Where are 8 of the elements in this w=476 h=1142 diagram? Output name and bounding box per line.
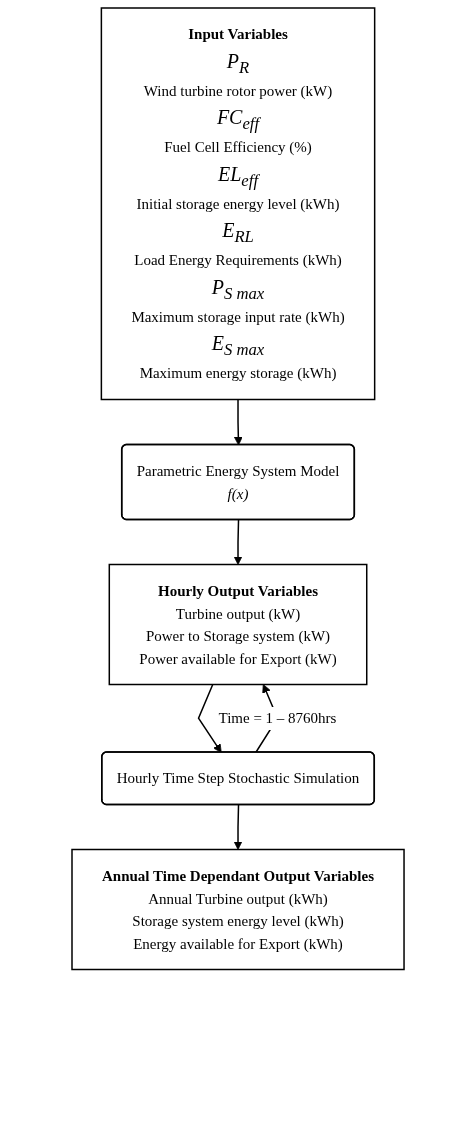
edge-label: Time = 1 – 8760hrs (218, 710, 337, 726)
node-box: Hourly Output Variables Turbine output (kW) Power to Storage system (kW) Power available for Export (kW) (108, 563, 368, 686)
arrow (233, 519, 243, 565)
node-box: Annual Time Dependant Output Variables Annual Turbine output (kWh) Storage system energy level (kWh) Energy available for Export (kWh) (71, 848, 405, 971)
arrow (197, 683, 222, 753)
arrow (233, 398, 243, 446)
node-box: Input Variables P$_{R}$ Wind turbine rotor power (kW) FC$_{eff}$ Fuel Cell Efficiency (%) EL$_{eff}$ Initial storage energy level (kWh) E$_{RL}$ Load Energy Requirements (kWh) P$_{S max}$ Maximum storage input rate (kWh) E$_{S max}$ Maximum energy storage (kWh) (100, 7, 376, 401)
arrow (233, 804, 243, 850)
